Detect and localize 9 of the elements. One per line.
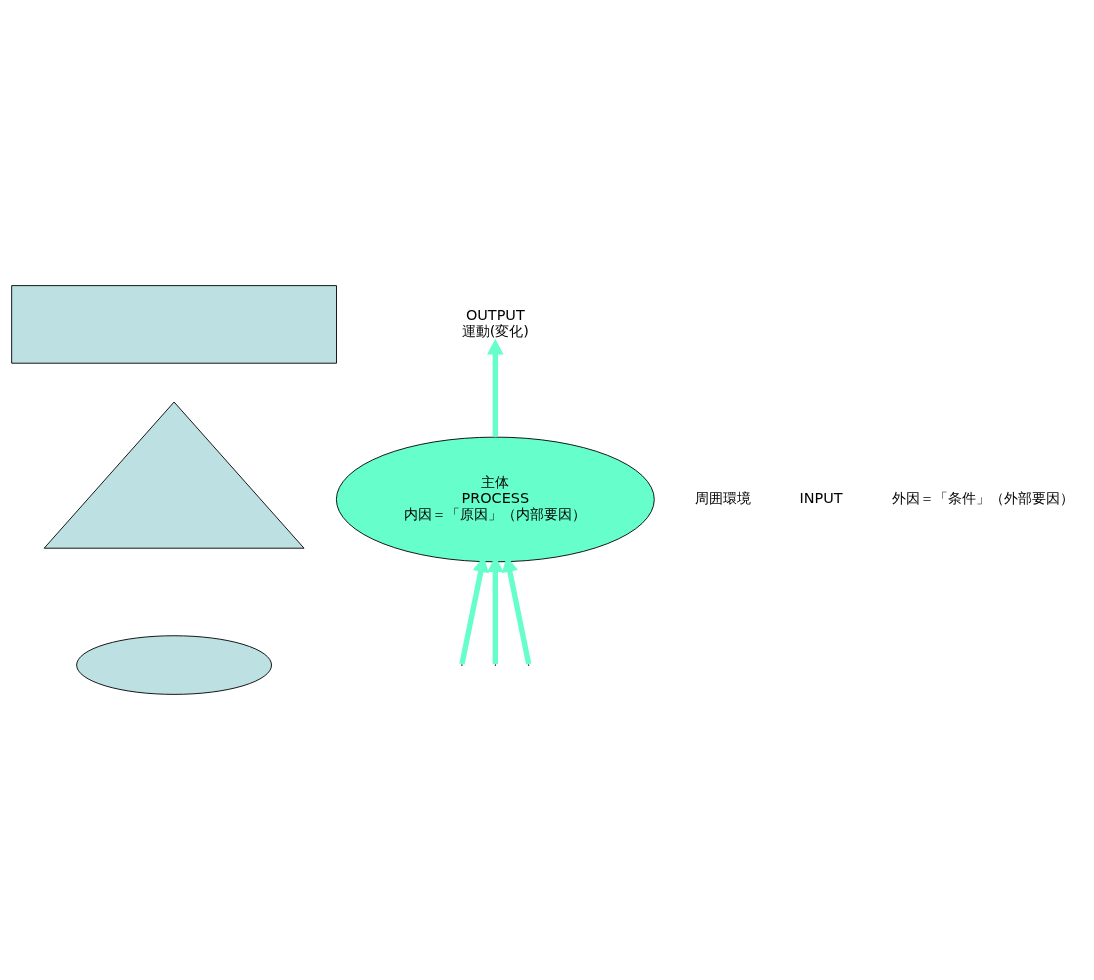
node-text: OUTPUT 運動(変化)	[461, 306, 529, 339]
arrow	[487, 338, 504, 437]
node-ellipse: 主体 PROCESS 内因＝「原因」（内部要因）	[335, 436, 655, 563]
node-ellipse	[76, 635, 272, 695]
node-triangle	[43, 401, 305, 549]
node-box	[11, 285, 337, 364]
label: 外因＝「条件」（外部要因）	[891, 489, 1074, 506]
label: INPUT	[799, 489, 843, 506]
label: 周囲環境	[694, 489, 751, 506]
